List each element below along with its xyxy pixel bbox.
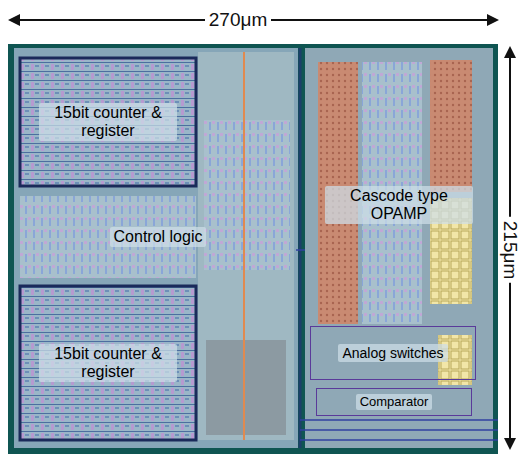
logic-block: Control logic: [20, 196, 296, 278]
block-label: Comparator: [356, 394, 433, 411]
dimension-label: 215μm: [499, 217, 521, 283]
block-label: Analog switches: [338, 344, 447, 362]
dimension-label: 270μm: [205, 9, 271, 31]
switch-block: Analog switches: [310, 326, 476, 380]
block-label: Control logic: [110, 227, 207, 247]
block-label: 15bit counter & register: [39, 344, 177, 383]
counter-block: 15bit counter & register: [20, 58, 196, 186]
block-label: Cascode type OPAMP: [325, 186, 473, 225]
block-label: 15bit counter & register: [39, 103, 177, 142]
counter-block: 15bit counter & register: [20, 286, 196, 440]
comparator-block: Comparator: [316, 388, 472, 416]
opamp-block: Cascode type OPAMP: [308, 150, 490, 260]
